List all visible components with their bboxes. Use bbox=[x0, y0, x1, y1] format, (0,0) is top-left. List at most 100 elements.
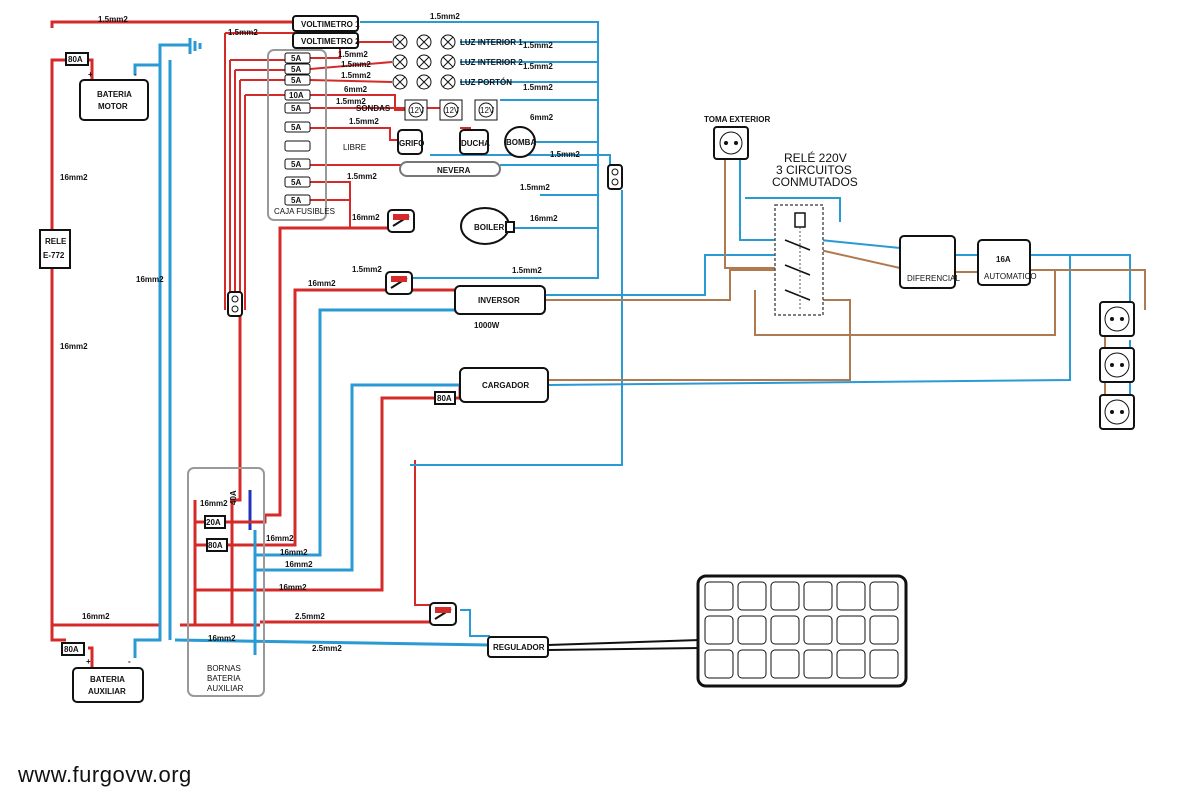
sondas-label: SONDAS bbox=[356, 104, 391, 113]
battery-aux-plus: + bbox=[86, 657, 91, 666]
fuse-80a-bottom bbox=[61, 642, 85, 656]
fuse-80a-terminal bbox=[206, 538, 228, 552]
fuse-box bbox=[267, 49, 327, 221]
fuse-slot-label: 5A bbox=[291, 123, 301, 132]
socket-12v-label: 12V bbox=[480, 106, 495, 115]
switch-coil bbox=[435, 607, 451, 613]
battery-motor-minus: - bbox=[134, 70, 137, 79]
out-12v bbox=[310, 94, 408, 111]
solar-cell bbox=[704, 615, 734, 645]
ground-to-regulator bbox=[174, 638, 491, 647]
inversor-label: INVERSOR bbox=[478, 296, 520, 305]
battery-motor bbox=[79, 79, 149, 121]
automatico-label: AUTOMATICO bbox=[984, 272, 1037, 281]
solar-cell bbox=[737, 615, 767, 645]
fuse-slot-label: 5A bbox=[291, 76, 301, 85]
battery-aux-minus: - bbox=[128, 657, 131, 666]
main-positive-cable bbox=[50, 58, 66, 642]
voltmeter-2 bbox=[292, 32, 359, 49]
libre-label: LIBRE bbox=[343, 143, 366, 152]
wire-size-label: 1.5mm2 bbox=[341, 60, 371, 69]
solar-cell bbox=[836, 649, 866, 679]
fuse-slot-label: 5A bbox=[291, 196, 301, 205]
wire-size-label: 16mm2 bbox=[352, 213, 380, 222]
fuse-slot-label: 5A bbox=[291, 178, 301, 187]
reg-blue bbox=[410, 190, 623, 466]
fuse-slot-label: 10A bbox=[289, 91, 304, 100]
reg-blue2 bbox=[460, 609, 490, 637]
rele-220v-contacts bbox=[784, 239, 811, 301]
ducha bbox=[459, 129, 489, 155]
diferencial-label: DIFERENCIAL bbox=[907, 274, 960, 283]
wire-size-label: 1.5mm2 bbox=[341, 71, 371, 80]
inversor-blue bbox=[255, 308, 455, 557]
lamp-row-1: LUZ INTERIOR 1 bbox=[392, 34, 523, 50]
switch-relay-boiler bbox=[387, 209, 415, 233]
rele-220v-coil bbox=[794, 212, 806, 228]
aux-battery-positive bbox=[88, 646, 94, 668]
automatico-rating: 16A bbox=[996, 255, 1011, 264]
lamp-cross bbox=[394, 56, 406, 68]
main-ground-cable bbox=[133, 65, 162, 658]
wire-size-label: 1.5mm2 bbox=[228, 28, 258, 37]
regulador-label: REGULADOR bbox=[493, 643, 545, 652]
small-relay-pin bbox=[611, 178, 619, 186]
wire-size-label: 1.5mm2 bbox=[98, 15, 128, 24]
solar-cell bbox=[803, 581, 833, 611]
fuse-slot bbox=[284, 194, 311, 206]
wire-size-label: 16mm2 bbox=[308, 279, 336, 288]
socket-12v-label: 12V bbox=[445, 106, 460, 115]
out-porton bbox=[309, 79, 393, 83]
wire-size-label: 16mm2 bbox=[60, 173, 88, 182]
wall-socket-icon bbox=[1104, 352, 1130, 378]
solar-cell bbox=[869, 581, 899, 611]
wire-size-label: 1.5mm2 bbox=[336, 97, 366, 106]
boiler-cap bbox=[505, 221, 515, 233]
socket-pin bbox=[1120, 410, 1124, 414]
fuse-80a-terminal-label: 80A bbox=[208, 541, 223, 550]
wire-size-label: 16mm2 bbox=[279, 583, 307, 592]
solar-cell bbox=[770, 649, 800, 679]
solar-panel bbox=[696, 574, 908, 688]
wires bbox=[50, 20, 1146, 668]
voltmeter1-wire bbox=[50, 20, 295, 28]
socket-pin bbox=[734, 141, 738, 145]
ac-ext-blue bbox=[739, 150, 775, 241]
solar-cell bbox=[737, 581, 767, 611]
reg-red2 bbox=[414, 460, 430, 606]
bornas-line3: AUXILIAR bbox=[207, 684, 244, 693]
solar-cell bbox=[770, 581, 800, 611]
cargador-red bbox=[195, 396, 435, 592]
fuse-slot bbox=[284, 176, 311, 188]
wire-size-label: 2.5mm2 bbox=[295, 612, 325, 621]
luz-interior-1-label: LUZ INTERIOR 1 bbox=[460, 38, 523, 47]
ac-ext-brown bbox=[724, 150, 775, 269]
battery-aux-line1: BATERIA bbox=[90, 675, 125, 684]
nevera-label: NEVERA bbox=[437, 166, 471, 175]
rele220-line3: CONMUTADOS bbox=[772, 175, 858, 189]
lamp-cross bbox=[442, 76, 454, 88]
automatico bbox=[977, 239, 1031, 286]
voltmeter-2-label: VOLTIMETRO 2 bbox=[301, 37, 360, 46]
wire-size-label: 16mm2 bbox=[136, 275, 164, 284]
small-relay-right bbox=[607, 164, 623, 190]
ac-carg-brown bbox=[548, 299, 851, 381]
luz-porton-label: LUZ PORTÓN bbox=[460, 78, 512, 87]
lamp-row-2: LUZ INTERIOR 2 bbox=[392, 54, 523, 70]
fuse-20a bbox=[204, 515, 226, 529]
luz-interior-2-label: LUZ INTERIOR 2 bbox=[460, 58, 523, 67]
fusebox-feed-16 bbox=[230, 310, 242, 502]
boiler-label: BOILER bbox=[474, 223, 504, 232]
socket-pin bbox=[1110, 317, 1114, 321]
relay-line1: RELE bbox=[45, 237, 67, 246]
fuse-40a-label: 40A bbox=[229, 490, 238, 505]
socket-pin bbox=[724, 141, 728, 145]
solar-line2 bbox=[547, 647, 701, 651]
socket-icon bbox=[719, 131, 743, 155]
regulador bbox=[487, 636, 549, 658]
small-relay-pin bbox=[611, 168, 619, 176]
small-relay-pin bbox=[231, 295, 239, 303]
wall-socket-icon bbox=[1104, 399, 1130, 425]
ducha-label: DUCHA bbox=[461, 139, 490, 148]
